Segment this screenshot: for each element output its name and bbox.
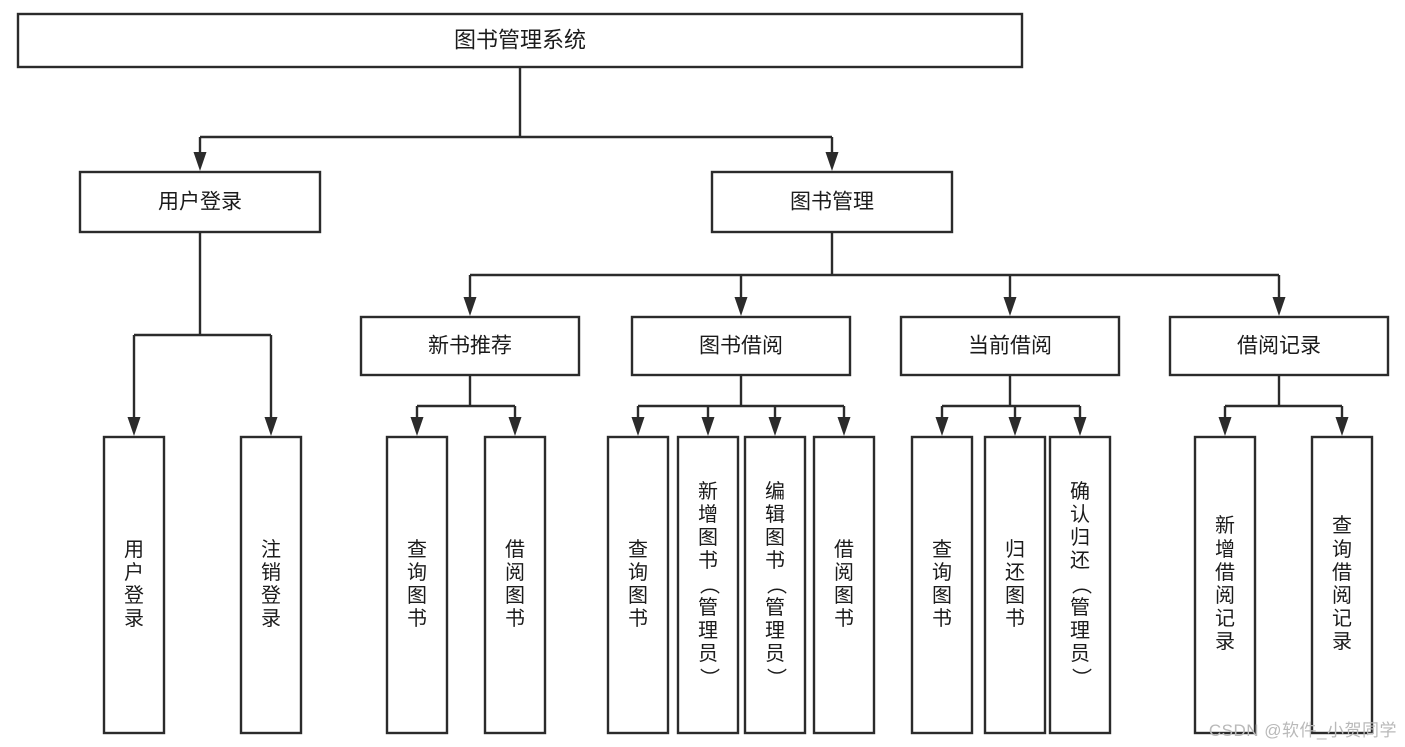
connector-group-book-manage [463,232,1286,316]
connector-group-current-borrow [935,375,1087,436]
node-leaf-query-book-2[interactable] [606,435,670,735]
node-box-leaf-query-book-2[interactable] [606,435,670,735]
node-box-user-login[interactable] [78,170,322,234]
node-box-leaf-add-book[interactable] [676,435,740,735]
arrow-head-icon [825,152,839,171]
connector-group-new-book-recommend [410,375,522,436]
node-box-book-borrow[interactable] [630,315,852,377]
node-box-leaf-borrow-book-2[interactable] [812,435,876,735]
connector-layer [127,67,1349,436]
node-leaf-add-book[interactable] [676,435,740,735]
node-box-borrow-record[interactable] [1168,315,1390,377]
node-leaf-return-book[interactable] [983,435,1047,735]
node-box-leaf-logout[interactable] [239,435,303,735]
node-leaf-borrow-book-1[interactable] [483,435,547,735]
node-leaf-confirm-return[interactable] [1048,435,1112,735]
arrow-head-icon [734,297,748,316]
node-leaf-edit-book[interactable] [743,435,807,735]
arrow-head-icon [463,297,477,316]
node-user-login[interactable] [78,170,322,234]
node-leaf-user-login[interactable] [102,435,166,735]
node-book-manage[interactable] [710,170,954,234]
arrow-head-icon [768,417,782,436]
arrow-head-icon [264,417,278,436]
node-leaf-query-book-1[interactable] [385,435,449,735]
node-leaf-add-record[interactable] [1193,435,1257,735]
node-box-leaf-return-book[interactable] [983,435,1047,735]
node-box-leaf-edit-book[interactable] [743,435,807,735]
arrow-head-icon [508,417,522,436]
node-leaf-query-record[interactable] [1310,435,1374,735]
connector-group-user-login [127,232,278,436]
node-new-book-recommend[interactable] [359,315,581,377]
arrow-head-icon [410,417,424,436]
node-label-new-book-recommend: 新书推荐 [428,335,512,358]
connector-group-book-borrow [631,375,851,436]
node-label-current-borrow: 当前借阅 [968,335,1052,358]
node-label-root: 图书管理系统 [454,27,586,52]
node-leaf-borrow-book-2[interactable] [812,435,876,735]
arrow-head-icon [127,417,141,436]
arrow-head-icon [1335,417,1349,436]
arrow-head-icon [1003,297,1017,316]
node-box-leaf-confirm-return[interactable] [1048,435,1112,735]
node-box-leaf-query-record[interactable] [1310,435,1374,735]
node-box-leaf-borrow-book-1[interactable] [483,435,547,735]
node-label-book-manage: 图书管理 [790,191,874,214]
node-box-book-manage[interactable] [710,170,954,234]
arrow-head-icon [1008,417,1022,436]
arrow-head-icon [1272,297,1286,316]
node-label-borrow-record: 借阅记录 [1237,335,1321,358]
arrow-head-icon [935,417,949,436]
watermark: CSDN @软件_小贺同学 [1208,721,1397,740]
node-label-book-borrow: 图书借阅 [699,335,783,358]
arrow-head-icon [1218,417,1232,436]
node-box-leaf-add-record[interactable] [1193,435,1257,735]
node-box-new-book-recommend[interactable] [359,315,581,377]
arrow-head-icon [193,152,207,171]
arrow-head-icon [1073,417,1087,436]
node-box-leaf-user-login[interactable] [102,435,166,735]
node-current-borrow[interactable] [899,315,1121,377]
node-box-layer [16,12,1390,735]
node-leaf-query-book-3[interactable] [910,435,974,735]
node-box-current-borrow[interactable] [899,315,1121,377]
node-leaf-logout[interactable] [239,435,303,735]
arrow-head-icon [631,417,645,436]
connector-group-root [193,67,839,171]
arrow-head-icon [837,417,851,436]
node-root[interactable] [16,12,1024,69]
node-book-borrow[interactable] [630,315,852,377]
node-label-user-login: 用户登录 [158,191,242,214]
arrow-head-icon [701,417,715,436]
node-borrow-record[interactable] [1168,315,1390,377]
node-box-leaf-query-book-1[interactable] [385,435,449,735]
connector-group-borrow-record [1218,375,1349,436]
node-box-root[interactable] [16,12,1024,69]
node-box-leaf-query-book-3[interactable] [910,435,974,735]
